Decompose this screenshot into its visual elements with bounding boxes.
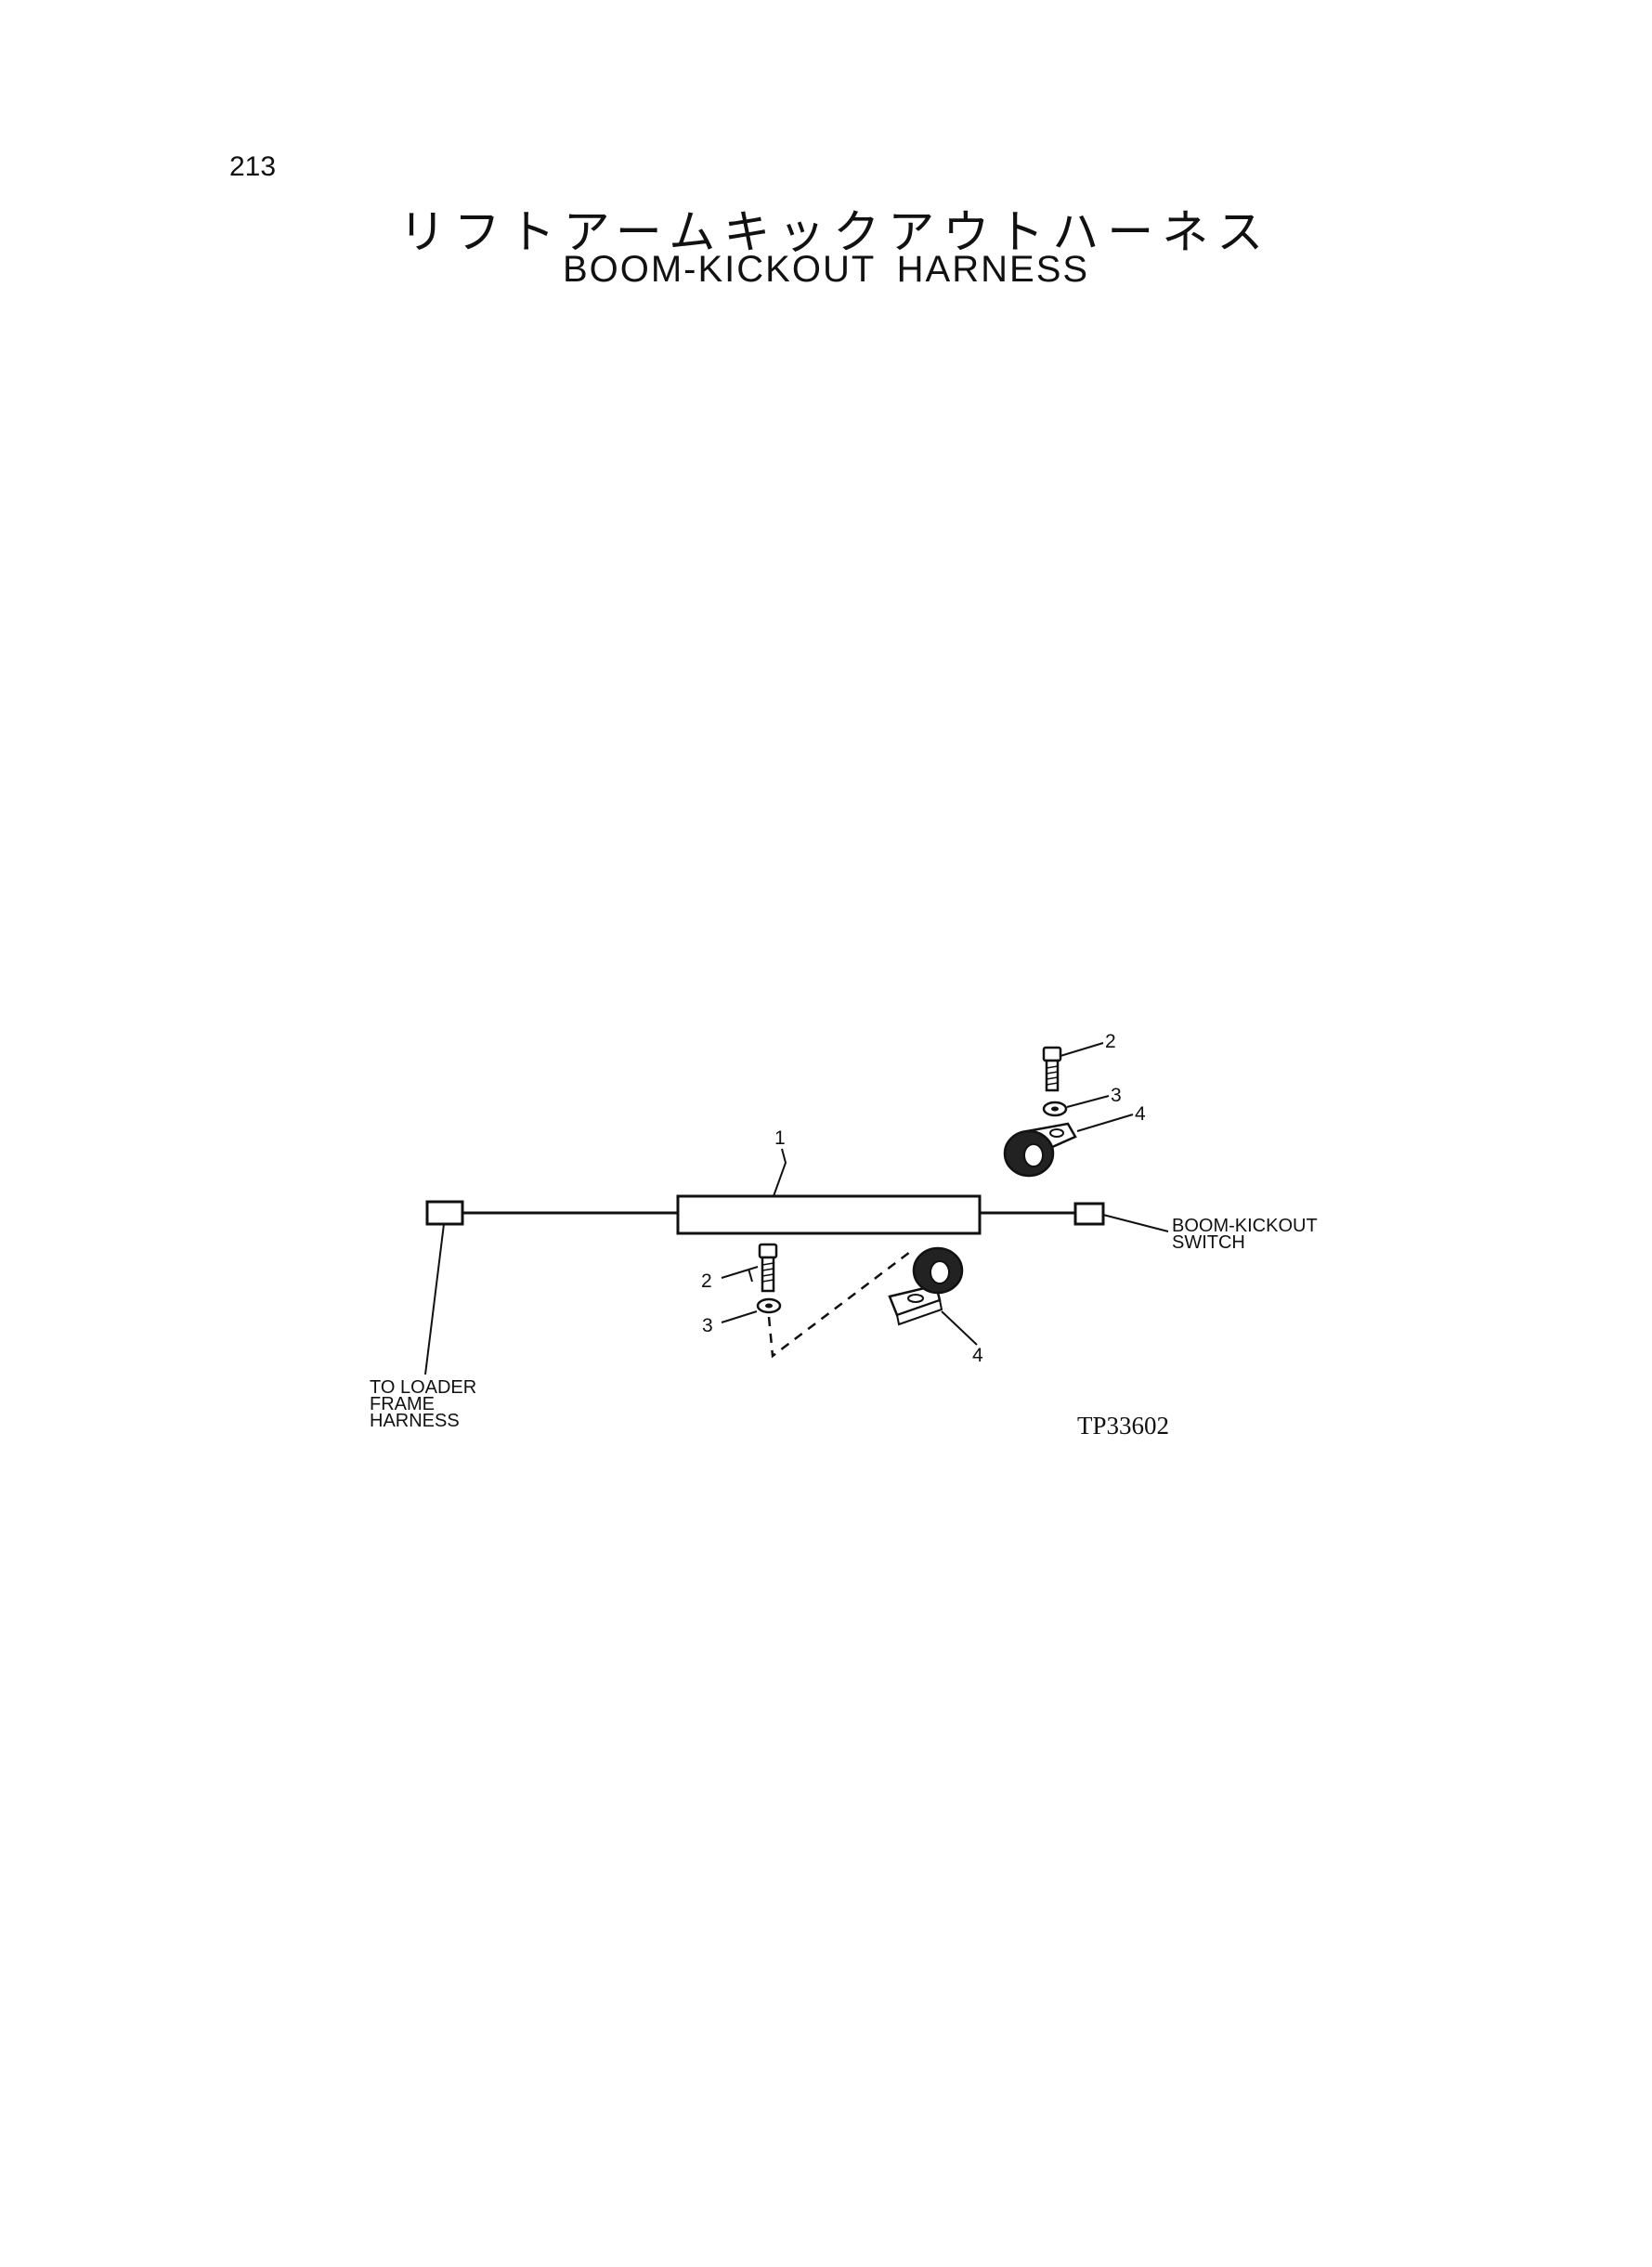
callout-lower-bolt: 2 [701,1270,712,1292]
lower-bolt [758,1243,778,1293]
callout-lower-clamp: 4 [972,1345,983,1366]
upper-clamp [1003,1122,1077,1178]
callout-upper-bolt: 2 [1105,1031,1116,1052]
lower-washer [756,1297,782,1314]
leader-lower-clamp [941,1310,978,1346]
title-japanese: リフトアームキックアウトハーネス [398,205,1272,259]
assembly-dashed-line [767,1251,911,1359]
leader-upper-washer [1066,1095,1110,1108]
label-to-loader-line1: TO LOADER [370,1377,476,1398]
callout-upper-washer: 3 [1111,1085,1122,1106]
leader-upper-clamp [1076,1114,1134,1132]
label-switch-line2: SWITCH [1172,1232,1245,1253]
leader-left-label [424,1223,445,1375]
reference-code: TP33602 [1077,1412,1169,1440]
callout-harness: 1 [774,1127,786,1149]
page-number: 213 [229,151,277,182]
label-switch-line1: BOOM-KICKOUT [1172,1216,1318,1236]
callout-upper-clamp: 4 [1135,1103,1146,1125]
harness-sleeve [676,1194,982,1235]
title-english: BOOM-KICKOUT HARNESS [562,249,1090,290]
lower-clamp [888,1246,964,1326]
leader-lower-washer [721,1310,758,1323]
label-to-loader-line3: HARNESS [370,1411,460,1431]
callout-lower-washer: 3 [702,1315,713,1336]
right-connector [1073,1202,1105,1226]
upper-bolt [1042,1046,1062,1092]
upper-washer [1042,1101,1068,1117]
leader-harness [773,1148,787,1197]
leader-right-label [1102,1214,1169,1232]
leader-lower-bolt [721,1266,759,1283]
leader-upper-bolt [1060,1042,1104,1057]
label-to-loader-line2: FRAME [370,1394,435,1414]
left-connector [425,1200,464,1226]
